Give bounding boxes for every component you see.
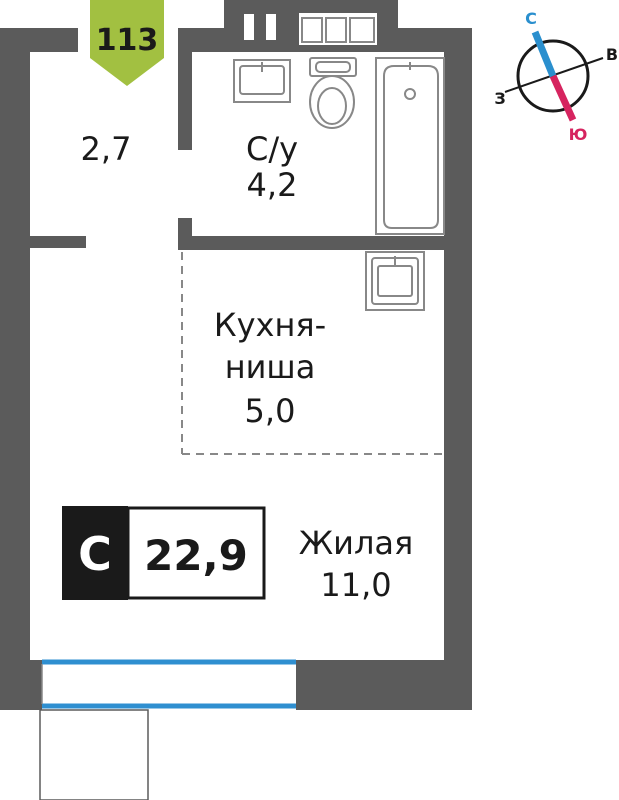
kitchen-name-line2: ниша bbox=[225, 348, 316, 386]
bathroom-area-label: 4,2 bbox=[247, 166, 298, 204]
wall-right bbox=[444, 28, 472, 710]
compass-west-label: З bbox=[494, 89, 505, 108]
wall-bottom-left bbox=[0, 660, 42, 710]
bathroom-name-label: С/у bbox=[246, 130, 298, 168]
compass-south-label: Ю bbox=[569, 125, 588, 144]
walls bbox=[0, 0, 472, 710]
apartment-type-letter: С bbox=[78, 527, 112, 581]
toilet-icon bbox=[309, 57, 357, 129]
total-area-value: 22,9 bbox=[144, 531, 248, 580]
kitchen-area-label: 5,0 bbox=[245, 392, 296, 430]
bathroom-fixtures bbox=[233, 57, 445, 235]
balcony-door bbox=[39, 709, 149, 800]
apartment-summary-box: С 22,9 bbox=[62, 506, 266, 600]
kitchen-niche-outline bbox=[181, 252, 444, 455]
washbasin-icon bbox=[233, 59, 291, 103]
compass-east-label: В bbox=[606, 45, 618, 64]
wall-bottom-right bbox=[296, 660, 472, 710]
living-name-label: Жилая bbox=[299, 524, 414, 562]
bathtub-icon bbox=[375, 57, 445, 235]
balcony bbox=[39, 659, 296, 800]
wall-left bbox=[0, 28, 30, 660]
compass-icon: С Ю В З bbox=[494, 9, 618, 144]
kitchen-name-line1: Кухня- bbox=[214, 306, 326, 344]
apartment-number-badge: 113 bbox=[90, 0, 164, 86]
hall-area-label: 2,7 bbox=[81, 130, 132, 168]
type-letter-box bbox=[62, 506, 128, 600]
wall-hall-stub bbox=[30, 236, 86, 248]
total-area-box bbox=[126, 506, 266, 600]
vent-openings bbox=[244, 11, 379, 47]
compass-north-label: С bbox=[525, 9, 537, 28]
kitchen-sink-icon bbox=[365, 251, 425, 311]
wall-bathroom-bottom bbox=[178, 236, 446, 250]
apartment-number: 113 bbox=[96, 23, 159, 58]
wall-bathroom-left bbox=[178, 28, 192, 150]
living-area-label: 11,0 bbox=[320, 566, 391, 604]
